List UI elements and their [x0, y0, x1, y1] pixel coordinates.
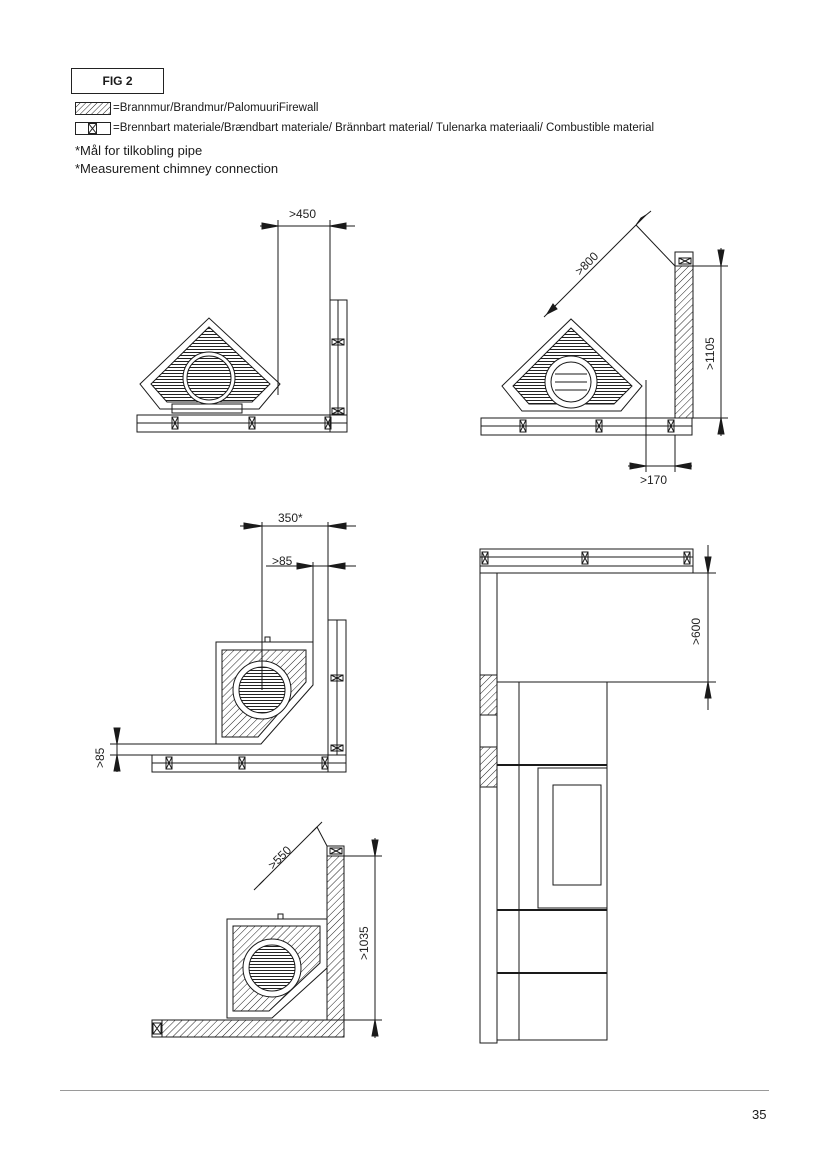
diagram-4 — [151, 821, 382, 1038]
figure-label: FIG 2 — [71, 68, 164, 94]
dim-600: >600 — [689, 618, 703, 645]
note-norwegian: *Mål for tilkobling pipe — [75, 143, 203, 158]
dim-550: >550 — [265, 843, 294, 872]
dim-450: >450 — [289, 207, 316, 221]
note-english: *Measurement chimney connection — [75, 161, 279, 176]
page-number: 35 — [752, 1107, 767, 1122]
dim-1105: >1105 — [703, 337, 717, 370]
dim-85-top: >85 — [272, 554, 293, 568]
legend-firewall-text: =Brannmur/Brandmur/PalomuuriFirewall — [113, 102, 319, 114]
diagram-3 — [110, 522, 356, 773]
dim-85-left: >85 — [93, 747, 107, 768]
dim-1035: >1035 — [357, 926, 371, 960]
legend-combustible-text: =Brennbart materiale/Brændbart materiale… — [113, 122, 655, 134]
legend-firewall: =Brannmur/Brandmur/PalomuuriFirewall — [75, 101, 318, 115]
dim-170: >170 — [640, 473, 667, 487]
cross-box-swatch-icon — [75, 121, 111, 135]
hatch-swatch-icon — [75, 101, 111, 115]
legend-combustible: =Brennbart materiale/Brændbart materiale… — [75, 121, 654, 135]
dim-350: 350* — [278, 511, 303, 525]
installation-diagrams: >450 >800 >1105 >170 350* >85 >85 >600 >… — [93, 207, 728, 1044]
diagram-2 — [480, 210, 728, 472]
footer-rule — [60, 1090, 769, 1091]
diagram-1 — [136, 220, 355, 433]
diagram-5 — [479, 545, 716, 1044]
